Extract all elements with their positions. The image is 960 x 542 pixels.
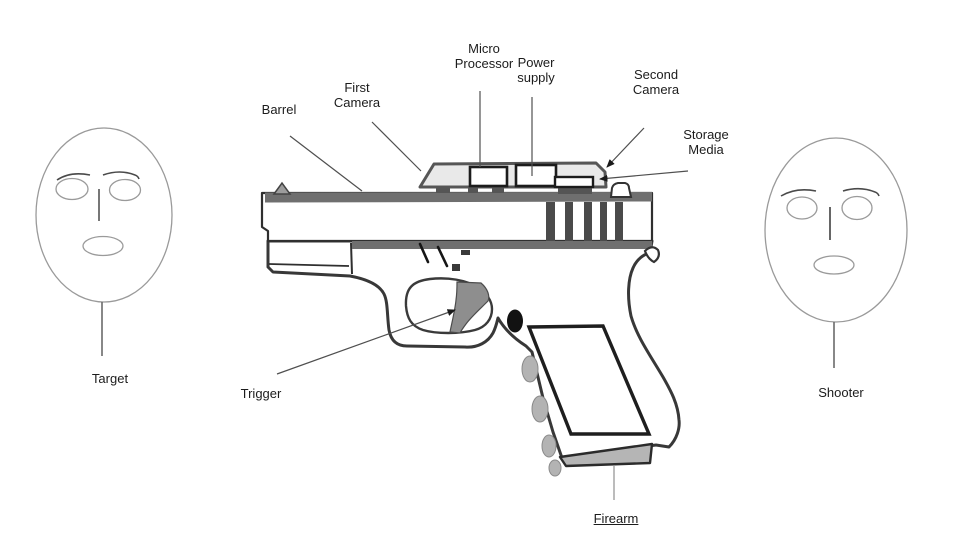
label-trigger: Trigger bbox=[241, 386, 282, 401]
storage-media-arrow bbox=[599, 170, 689, 182]
label-first-camera: First Camera bbox=[334, 80, 380, 110]
shooter-mouth bbox=[813, 255, 855, 275]
camera-module-feet bbox=[436, 186, 592, 194]
beavertail-curl bbox=[643, 246, 660, 264]
module-foot bbox=[558, 186, 592, 194]
front-sight bbox=[272, 181, 292, 195]
label-storage-media-line2: Media bbox=[688, 142, 724, 157]
label-storage-media-line1: Storage bbox=[683, 127, 729, 142]
target-head-outline bbox=[35, 127, 173, 303]
label-power-supply-line2: supply bbox=[517, 70, 555, 85]
serration-bar bbox=[615, 202, 623, 241]
serration-bar bbox=[584, 202, 592, 241]
first-camera-leader-line bbox=[371, 121, 422, 172]
label-target-text: Target bbox=[91, 371, 129, 386]
module-foot bbox=[436, 186, 450, 193]
label-micro-processor-line2: Processor bbox=[454, 56, 514, 71]
second-camera-arrow bbox=[606, 127, 645, 168]
takedown-mark bbox=[418, 242, 430, 264]
label-target: Target bbox=[92, 371, 128, 386]
rear-sight bbox=[609, 182, 633, 198]
serration-bar bbox=[546, 202, 555, 241]
target-left-eye bbox=[55, 177, 89, 201]
shooter-left-eyebrow bbox=[780, 189, 817, 197]
firearm-drawing bbox=[260, 161, 681, 477]
target-left-eyebrow bbox=[56, 173, 91, 181]
target-mouth bbox=[82, 235, 124, 257]
target-right-eyebrow bbox=[102, 171, 140, 180]
serration-bar bbox=[600, 202, 607, 241]
label-storage-media: Storage Media bbox=[683, 127, 729, 157]
micro-processor-box bbox=[468, 165, 509, 188]
storage-media-box bbox=[553, 175, 595, 189]
shooter-head-outline bbox=[764, 137, 908, 323]
frame-step-line bbox=[350, 242, 353, 275]
label-first-camera-line1: First bbox=[344, 80, 370, 95]
trigger-arrow bbox=[276, 309, 456, 375]
slide-top-strip bbox=[265, 192, 652, 203]
label-power-supply-line1: Power bbox=[517, 55, 555, 70]
shooter-face-figure bbox=[764, 137, 908, 368]
module-foot bbox=[492, 186, 504, 193]
shooter-right-eye bbox=[841, 195, 873, 221]
module-foot bbox=[468, 186, 478, 193]
label-shooter-text: Shooter bbox=[818, 385, 864, 400]
frame-pin-oval bbox=[507, 309, 523, 333]
label-firearm-text: Firearm bbox=[593, 511, 639, 526]
label-barrel: Barrel bbox=[262, 102, 297, 117]
target-right-eye bbox=[108, 178, 142, 202]
frame-detail-marks bbox=[418, 242, 470, 271]
label-second-camera: Second Camera bbox=[633, 67, 679, 97]
label-second-camera-line1: Second bbox=[633, 67, 679, 82]
label-trigger-text: Trigger bbox=[240, 386, 282, 401]
label-micro-processor: Micro Processor bbox=[455, 41, 514, 71]
label-second-camera-line2: Camera bbox=[632, 82, 680, 97]
slide-stop-dot bbox=[452, 264, 460, 271]
camera-module bbox=[418, 161, 608, 194]
leader-lines bbox=[276, 91, 689, 500]
label-micro-processor-line1: Micro bbox=[468, 41, 500, 56]
grip-panel-outline bbox=[526, 324, 652, 436]
serration-bar bbox=[565, 202, 573, 241]
slide-stop-lever bbox=[461, 250, 470, 255]
shooter-left-eye bbox=[786, 196, 818, 220]
finger-groove-bump bbox=[531, 395, 549, 423]
label-firearm: Firearm bbox=[594, 511, 639, 526]
slide-serrations bbox=[546, 202, 623, 241]
slide-bottom-strip bbox=[352, 241, 652, 249]
finger-groove-bump bbox=[548, 459, 562, 477]
finger-groove-bump bbox=[521, 355, 539, 383]
barrel-leader-line bbox=[289, 135, 363, 192]
trigger-shape bbox=[449, 281, 490, 334]
dust-cover-line bbox=[268, 263, 350, 267]
shooter-right-eyebrow bbox=[842, 187, 880, 197]
finger-groove-bump bbox=[541, 434, 557, 458]
power-supply-box bbox=[514, 163, 558, 188]
label-first-camera-line2: Camera bbox=[333, 95, 381, 110]
target-face-figure bbox=[35, 127, 173, 356]
takedown-mark bbox=[436, 245, 449, 268]
label-barrel-text: Barrel bbox=[261, 102, 297, 117]
finger-grooves bbox=[521, 355, 562, 477]
magazine-base bbox=[558, 442, 654, 468]
label-power-supply: Power supply bbox=[517, 55, 555, 85]
frame-grip-outline bbox=[266, 239, 681, 460]
label-shooter: Shooter bbox=[818, 385, 864, 400]
